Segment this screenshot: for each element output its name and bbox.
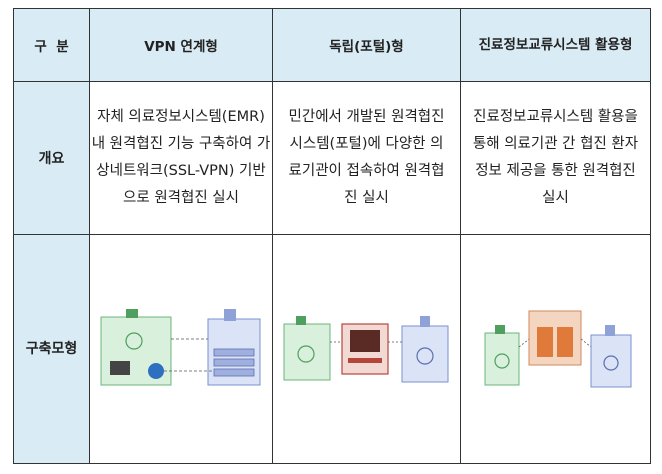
connection-line (518, 338, 529, 348)
vpn-model-diagram (100, 309, 261, 386)
comparison-table: 구 분 VPN 연계형 독립(포털)형 진료정보교류시스템 활용형 개요 자체 … (13, 8, 651, 464)
doctor-icon (296, 345, 315, 363)
header-row: 구 분 VPN 연계형 독립(포털)형 진료정보교류시스템 활용형 (13, 8, 651, 82)
monitor-icon (110, 361, 130, 375)
doctor-icon (415, 347, 434, 365)
server-icon (213, 358, 255, 367)
overview-label: 개요 (13, 81, 90, 235)
doctor-icon (602, 355, 619, 371)
category-header: 구 분 (13, 8, 90, 82)
portal-monitor-icon (349, 330, 380, 352)
hospital-box (484, 332, 519, 386)
building-icon (604, 325, 615, 336)
exchange-column-header: 진료정보교류시스템 활용형 (460, 8, 651, 82)
connection-line (580, 338, 591, 348)
exchange-model-diagram (484, 310, 631, 388)
remote-hospital-box (590, 334, 631, 388)
building-icon (224, 309, 236, 321)
model-label: 구축모형 (13, 234, 90, 464)
building-icon (419, 316, 430, 327)
portal-bar (347, 358, 382, 363)
hospital-box (283, 323, 330, 381)
server-icon (213, 368, 255, 377)
portal-overview: 민간에서 개발된 원격협진 시스템(포털)에 다양한 의료기관이 접속하여 원격… (272, 81, 461, 235)
hospital-icon (295, 316, 306, 325)
server-icon (213, 348, 255, 357)
hospital-icon (126, 309, 138, 318)
overview-row: 개요 자체 의료정보시스템(EMR) 내 원격협진 기능 구축하여 가상네트워크… (13, 81, 651, 235)
server-icon (536, 327, 553, 357)
portal-model-diagram (283, 316, 448, 383)
vpn-column-header: VPN 연계형 (89, 8, 273, 82)
server-icon (556, 327, 573, 357)
remote-hospital-box (401, 325, 448, 383)
vpn-overview: 자체 의료정보시스템(EMR) 내 원격협진 기능 구축하여 가상네트워크(SS… (89, 81, 273, 235)
portal-column-header: 독립(포털)형 (272, 8, 461, 82)
portal-diagram-cell (272, 234, 461, 464)
vpn-diagram-cell (89, 234, 273, 464)
lock-icon (148, 363, 164, 379)
model-row: 구축모형 (13, 234, 651, 464)
exchange-center-box (528, 310, 581, 366)
hospital-icon (494, 325, 505, 334)
doctor-icon (493, 353, 510, 369)
exchange-overview: 진료정보교류시스템 활용을 통해 의료기관 간 협진 환자 정보 제공을 통한 … (460, 81, 651, 235)
doctor-icon (125, 332, 143, 350)
exchange-diagram-cell (460, 234, 651, 464)
